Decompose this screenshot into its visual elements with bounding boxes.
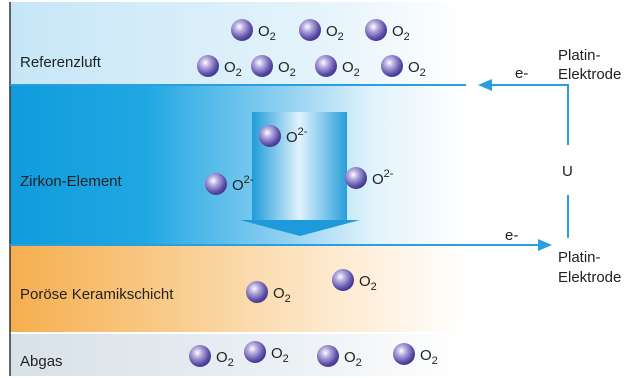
oxygen-molecule-label: O2 xyxy=(342,59,360,79)
voltage-label: U xyxy=(562,163,573,180)
oxygen-molecule: O2 xyxy=(365,19,410,43)
oxygen-molecule-label: O2 xyxy=(271,345,289,365)
oxygen-ion: O2- xyxy=(345,167,394,189)
bottom-electrode-label-line1: Platin- xyxy=(558,249,601,266)
ceramic-layer xyxy=(10,246,465,332)
oxygen-molecule-label: O2 xyxy=(344,349,362,369)
oxygen-ion: O2- xyxy=(259,125,308,147)
oxygen-ion-label: O2- xyxy=(286,126,308,146)
molecule-sphere xyxy=(244,341,266,363)
external-circuit xyxy=(490,84,569,238)
oxygen-molecule-label: O2 xyxy=(273,285,291,305)
molecule-sphere xyxy=(246,281,268,303)
electron-top-label: e- xyxy=(515,65,528,82)
reference-air-label: Referenzluft xyxy=(20,54,102,71)
electron-bottom-label: e- xyxy=(505,227,518,244)
molecule-sphere xyxy=(197,55,219,77)
oxygen-molecule-label: O2 xyxy=(326,23,344,43)
oxygen-molecule-label: O2 xyxy=(224,59,242,79)
molecule-sphere xyxy=(259,125,281,147)
molecule-sphere xyxy=(317,345,339,367)
oxygen-molecule: O2 xyxy=(197,55,242,79)
oxygen-molecule-label: O2 xyxy=(258,23,276,43)
molecule-sphere xyxy=(231,19,253,41)
oxygen-ion: O2- xyxy=(205,173,254,195)
top-electrode-label-line1: Platin- xyxy=(558,47,601,64)
molecule-sphere xyxy=(332,269,354,291)
bottom-electron-arrowhead xyxy=(538,239,552,251)
ceramic-label: Poröse Keramikschicht xyxy=(20,286,174,303)
oxygen-molecule: O2 xyxy=(393,343,438,367)
oxygen-ion-label: O2- xyxy=(372,168,394,188)
molecule-sphere xyxy=(365,19,387,41)
molecule-sphere xyxy=(393,343,415,365)
bottom-electrode-label-line2: Elektrode xyxy=(558,269,621,286)
oxygen-molecule: O2 xyxy=(189,345,234,369)
top-electrode-label-line2: Elektrode xyxy=(558,66,621,83)
molecule-sphere xyxy=(299,19,321,41)
oxygen-molecule: O2 xyxy=(246,281,291,305)
molecule-sphere xyxy=(381,55,403,77)
oxygen-molecule-label: O2 xyxy=(420,347,438,367)
oxygen-molecule-label: O2 xyxy=(408,59,426,79)
exhaust-label: Abgas xyxy=(20,353,63,370)
oxygen-ion-label: O2- xyxy=(232,174,254,194)
oxygen-molecule: O2 xyxy=(299,19,344,43)
oxygen-molecule: O2 xyxy=(381,55,426,79)
oxygen-molecule: O2 xyxy=(231,19,276,43)
oxygen-molecule-label: O2 xyxy=(278,59,296,79)
oxygen-molecule: O2 xyxy=(244,341,289,365)
oxygen-molecule: O2 xyxy=(317,345,362,369)
oxygen-molecule: O2 xyxy=(332,269,377,293)
oxygen-molecule-label: O2 xyxy=(216,349,234,369)
molecule-sphere xyxy=(345,167,367,189)
oxygen-molecule: O2 xyxy=(251,55,296,79)
zirconium-label: Zirkon-Element xyxy=(20,173,123,190)
molecule-sphere xyxy=(315,55,337,77)
exhaust-layer xyxy=(10,334,465,376)
oxygen-molecule-label: O2 xyxy=(392,23,410,43)
molecule-sphere xyxy=(251,55,273,77)
molecule-sphere xyxy=(205,173,227,195)
oxygen-molecule-label: O2 xyxy=(359,273,377,293)
molecule-sphere xyxy=(189,345,211,367)
oxygen-molecule: O2 xyxy=(315,55,360,79)
zirconium-layer xyxy=(10,86,465,244)
top-electron-arrowhead xyxy=(478,79,492,91)
